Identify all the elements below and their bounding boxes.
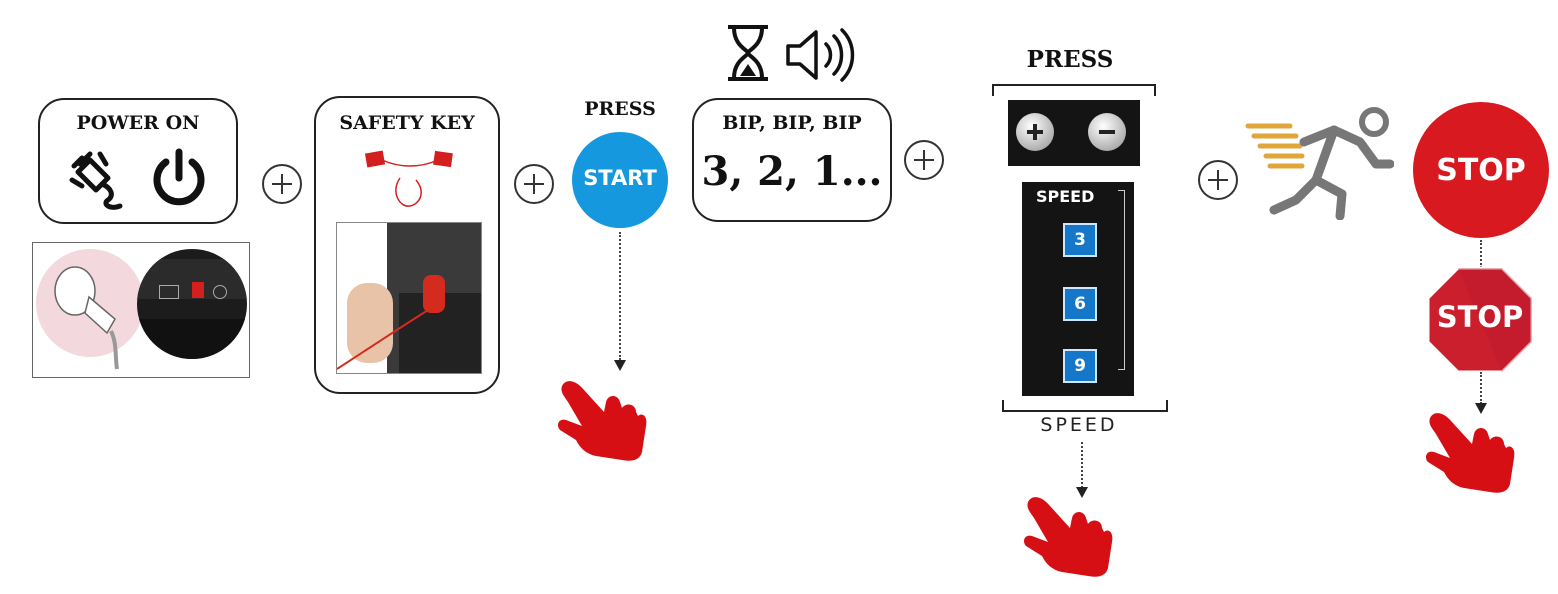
hourglass-icon (728, 25, 768, 81)
power-on-title: POWER ON (76, 112, 200, 134)
speed-panel: SPEED 3 6 9 (1022, 182, 1134, 396)
speaker-icon (786, 28, 855, 82)
power-photo (32, 242, 250, 378)
hand-pointer-icon (558, 381, 647, 461)
plug-icon (69, 151, 123, 210)
plus-icon (1198, 160, 1238, 200)
speed-top-bracket (992, 84, 1156, 96)
stop-button[interactable]: STOP (1413, 102, 1549, 238)
plus-minus-panel (1008, 100, 1140, 166)
plus-icon (514, 164, 554, 204)
speed-panel-rail (1118, 190, 1125, 370)
hand-pointer-icon (1024, 497, 1113, 577)
countdown-value: 3, 2, 1... (701, 148, 883, 195)
start-arrow-head (614, 360, 626, 371)
runner-icon (1245, 107, 1394, 220)
start-button-label: START (583, 166, 657, 190)
speed-arrow (1081, 442, 1083, 488)
countdown-title: BIP, BIP, BIP (722, 112, 862, 134)
stop-sign-label: STOP (1436, 300, 1524, 334)
speed-key-6[interactable]: 6 (1063, 287, 1097, 321)
red-switch (192, 282, 204, 298)
speed-down-button[interactable] (1088, 113, 1126, 151)
hand-pointer-icon (1426, 413, 1515, 493)
safety-key-title: SAFETY KEY (339, 112, 475, 134)
stop-connector (1480, 240, 1482, 268)
start-button[interactable]: START (572, 132, 668, 228)
countdown-box: BIP, BIP, BIP 3, 2, 1... (692, 98, 892, 222)
safety-key-photo (336, 222, 482, 374)
safety-key-box: SAFETY KEY (314, 96, 500, 394)
speed-up-button[interactable] (1016, 113, 1054, 151)
speed-bottom-bracket (1002, 400, 1168, 412)
speed-key-3[interactable]: 3 (1063, 223, 1097, 257)
stop-sign-icon (1426, 266, 1534, 374)
switch-photo-circle (137, 249, 247, 359)
speed-arrow-head (1076, 487, 1088, 498)
speed-panel-label: SPEED (1036, 187, 1095, 206)
stop-arrow-head (1475, 403, 1487, 414)
power-icon (153, 148, 205, 206)
speed-caption: SPEED (1040, 414, 1118, 436)
power-on-box: POWER ON (38, 98, 238, 224)
plug-photo-icon (54, 266, 119, 370)
safety-key-icon (364, 150, 453, 207)
speed-press-label: PRESS (1026, 46, 1114, 73)
plus-icon (904, 140, 944, 180)
plus-icon (262, 164, 302, 204)
start-arrow (619, 232, 621, 360)
stop-arrow (1480, 372, 1482, 404)
safety-clip (423, 275, 445, 313)
start-press-label: PRESS (584, 98, 656, 120)
stop-button-label: STOP (1436, 153, 1526, 188)
speed-key-9[interactable]: 9 (1063, 349, 1097, 383)
